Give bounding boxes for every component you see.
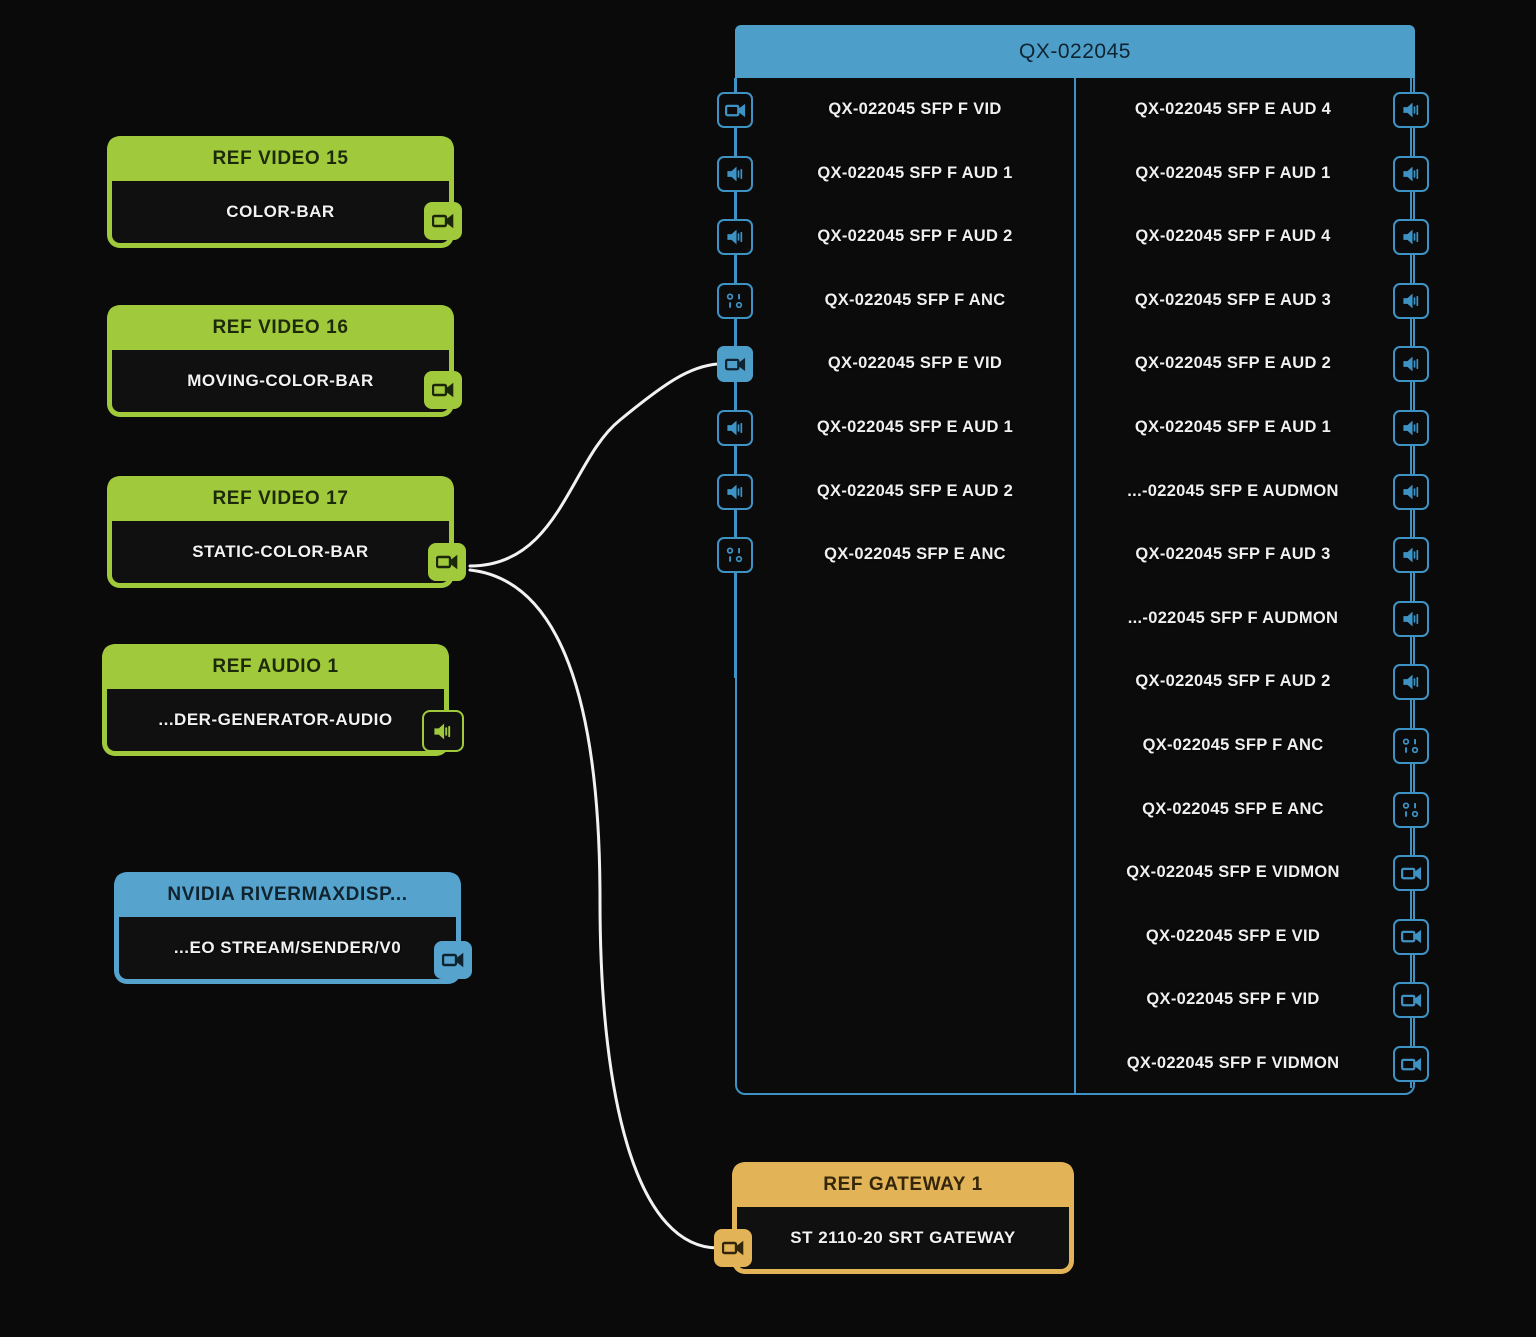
port-speaker-icon-right-5[interactable] [1393, 410, 1429, 446]
port-label: QX-022045 SFP E ANC [824, 545, 1006, 564]
port-label: QX-022045 SFP E AUD 3 [1134, 290, 1332, 309]
port-label: QX-022045 SFP F AUD 4 [1135, 227, 1331, 246]
port-label: QX-022045 SFP F AUD 2 [1135, 672, 1331, 691]
port-data-bits-icon-left-3[interactable] [717, 282, 753, 319]
port-speaker-icon-ref-audio-1[interactable] [422, 710, 464, 752]
port-data-bits-icon-right-10[interactable] [1393, 728, 1429, 764]
port-label: QX-022045 SFP E AUD 2 [1134, 354, 1332, 373]
port-speaker-icon-left-5[interactable] [717, 410, 753, 446]
port-speaker-icon-right-3[interactable] [1393, 282, 1429, 319]
port-speaker-icon-left-6[interactable] [717, 473, 753, 510]
node-ref-audio-1[interactable]: REF AUDIO 1 ...DER-GENERATOR-AUDIO [103, 645, 448, 755]
node-title: REF GATEWAY 1 [733, 1163, 1073, 1207]
port-speaker-icon-right-8[interactable] [1393, 600, 1429, 637]
node-subtitle: ...EO STREAM/SENDER/V0 [173, 938, 402, 957]
node-subtitle: ...DER-GENERATOR-AUDIO [158, 710, 393, 729]
device-panel-qx-022045[interactable]: QX-022045 [735, 25, 1415, 1095]
port-label: QX-022045 SFP E AUD 1 [816, 418, 1014, 436]
port-label: QX-022045 SFP F AUD 3 [1135, 545, 1331, 564]
port-label: QX-022045 SFP F VID [1146, 990, 1320, 1009]
right-port-rail [1410, 78, 1412, 1088]
port-label: QX-022045 SFP E AUD 1 [1134, 418, 1332, 436]
node-title: NVIDIA RIVERMAXDISP... [115, 873, 460, 917]
port-speaker-icon-left-2[interactable] [717, 219, 753, 256]
node-subtitle: ST 2110-20 SRT GATEWAY [790, 1228, 1016, 1247]
node-title: REF VIDEO 17 [108, 477, 453, 521]
port-video-camera-icon-left-0[interactable] [717, 92, 753, 128]
edge-staticcolorbar-to-sfpevid [468, 362, 720, 568]
port-video-camera-icon-left-4[interactable] [717, 346, 753, 383]
port-label: QX-022045 SFP E AUD 4 [1134, 100, 1332, 118]
port-data-bits-icon-left-7[interactable] [717, 537, 753, 574]
port-label: QX-022045 SFP F VID [828, 100, 1002, 118]
node-body: MOVING-COLOR-BAR [112, 350, 449, 412]
port-label: QX-022045 SFP F AUD 2 [817, 227, 1013, 246]
port-label: QX-022045 SFP E VID [827, 354, 1003, 373]
port-video-camera-icon-ref-gateway-1[interactable] [714, 1229, 752, 1267]
node-title: REF AUDIO 1 [103, 645, 448, 689]
port-speaker-icon-right-0[interactable] [1393, 92, 1429, 128]
port-speaker-icon-left-1[interactable] [717, 155, 753, 192]
node-subtitle: COLOR-BAR [226, 202, 335, 221]
node-subtitle: STATIC-COLOR-BAR [192, 542, 369, 561]
node-body: ST 2110-20 SRT GATEWAY [737, 1207, 1069, 1269]
node-body: ...EO STREAM/SENDER/V0 [119, 917, 456, 979]
port-data-bits-icon-right-11[interactable] [1393, 791, 1429, 828]
port-video-camera-icon-ref-video-15[interactable] [424, 202, 462, 240]
node-title: REF VIDEO 16 [108, 306, 453, 350]
node-nvidia-rivermaxdisp[interactable]: NVIDIA RIVERMAXDISP... ...EO STREAM/SEND… [115, 873, 460, 983]
port-video-camera-icon-ref-video-16[interactable] [424, 371, 462, 409]
port-label: QX-022045 SFP F AUD 1 [1135, 163, 1331, 182]
node-body: ...DER-GENERATOR-AUDIO [107, 689, 444, 751]
port-label: QX-022045 SFP F ANC [1142, 736, 1324, 754]
port-speaker-icon-right-7[interactable] [1393, 537, 1429, 574]
node-ref-video-15[interactable]: REF VIDEO 15 COLOR-BAR [108, 137, 453, 247]
node-ref-video-16[interactable]: REF VIDEO 16 MOVING-COLOR-BAR [108, 306, 453, 416]
port-speaker-icon-right-1[interactable] [1393, 155, 1429, 192]
port-speaker-icon-right-9[interactable] [1393, 664, 1429, 701]
port-label: QX-022045 SFP F ANC [824, 290, 1006, 309]
node-title: REF VIDEO 15 [108, 137, 453, 181]
port-label: ...-022045 SFP E AUDMON [1127, 481, 1339, 500]
port-video-camera-icon-right-12[interactable] [1393, 855, 1429, 892]
port-speaker-icon-right-4[interactable] [1393, 346, 1429, 383]
port-label: QX-022045 SFP E VID [1145, 926, 1321, 945]
panel-title: QX-022045 [735, 25, 1415, 78]
port-video-camera-icon-nvidia-rivermaxdisp[interactable] [434, 941, 472, 979]
panel-column-divider [1074, 78, 1076, 1095]
port-speaker-icon-right-6[interactable] [1393, 473, 1429, 510]
port-label: QX-022045 SFP E AUD 2 [816, 481, 1014, 500]
node-body: COLOR-BAR [112, 181, 449, 243]
port-video-camera-icon-right-14[interactable] [1393, 982, 1429, 1019]
port-label: QX-022045 SFP E VIDMON [1126, 863, 1340, 882]
edge-staticcolorbar-to-refgateway [468, 568, 720, 1250]
node-ref-video-17[interactable]: REF VIDEO 17 STATIC-COLOR-BAR [108, 477, 453, 587]
node-ref-gateway-1[interactable]: REF GATEWAY 1 ST 2110-20 SRT GATEWAY [733, 1163, 1073, 1273]
node-subtitle: MOVING-COLOR-BAR [187, 371, 374, 390]
port-speaker-icon-right-2[interactable] [1393, 219, 1429, 256]
node-body: STATIC-COLOR-BAR [112, 521, 449, 583]
port-video-camera-icon-right-15[interactable] [1393, 1046, 1429, 1082]
port-label: ...-022045 SFP F AUDMON [1127, 608, 1339, 627]
port-label: QX-022045 SFP E ANC [1142, 799, 1324, 818]
port-video-camera-icon-right-13[interactable] [1393, 918, 1429, 955]
port-label: QX-022045 SFP F AUD 1 [817, 163, 1013, 182]
port-video-camera-icon-ref-video-17[interactable] [428, 543, 466, 581]
port-label: QX-022045 SFP F VIDMON [1126, 1054, 1340, 1072]
